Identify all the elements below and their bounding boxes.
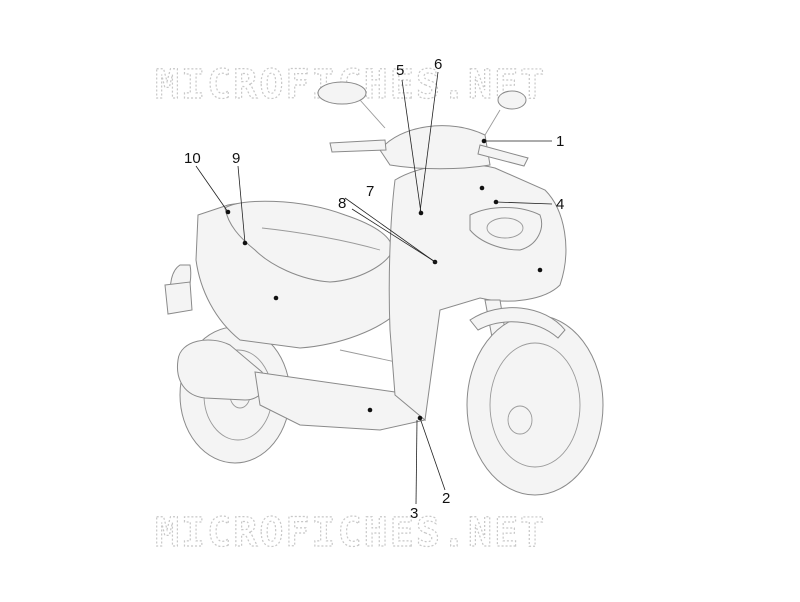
callout-4: 4 (556, 196, 564, 213)
front-wheel (466, 314, 604, 496)
mirror-right (484, 90, 527, 136)
watermark-bottom: MICROFICHES.NET (155, 510, 546, 556)
leader-lines (195, 71, 553, 505)
callout-5: 5 (396, 62, 404, 79)
front-mudguard (469, 307, 566, 339)
license-plate-holder (164, 281, 193, 315)
callout-labels: 1 2 3 4 5 6 7 8 9 10 (184, 56, 564, 522)
callout-8: 8 (338, 195, 346, 212)
callout-9: 9 (232, 150, 240, 167)
callout-1: 1 (556, 133, 564, 150)
handlebar-left (329, 139, 387, 153)
scooter-illustration (164, 81, 604, 496)
seat (224, 200, 393, 283)
handlebar-cover (379, 125, 491, 170)
callout-6: 6 (434, 56, 442, 73)
callout-10: 10 (184, 150, 201, 167)
callout-2: 2 (442, 490, 450, 507)
callout-7: 7 (366, 183, 374, 200)
callout-3: 3 (410, 505, 418, 522)
handlebar-right (477, 144, 529, 167)
mirror-left (317, 81, 386, 129)
headlight (469, 207, 543, 251)
